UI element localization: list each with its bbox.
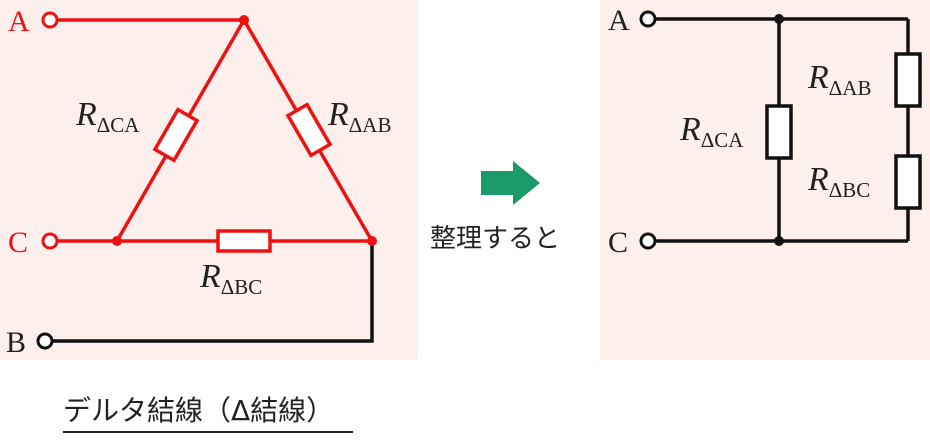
junction-dot: [112, 236, 122, 246]
resistor-ca-right: [765, 104, 793, 160]
resistor-ab-right: [894, 52, 922, 108]
arrow-label: 整理すると: [430, 224, 560, 254]
node-label-c: C: [8, 226, 28, 259]
right-arrow-icon: [481, 161, 540, 205]
node-label-a-right: A: [608, 4, 630, 37]
junction-dot: [774, 14, 784, 24]
resistor-label-bc-right: RΔBC: [807, 161, 870, 202]
node-label-a: A: [8, 5, 30, 38]
resistor-bc-left: [216, 229, 272, 253]
right-panel-background: [600, 0, 930, 360]
resistor-label-ab-right: RΔAB: [807, 59, 871, 100]
resistor-label-ca-right: RΔCA: [679, 111, 744, 152]
caption-delta-connection: デルタ結線（Δ結線）: [63, 394, 334, 427]
resistor-bc-right: [894, 154, 922, 210]
resistor-ca-left: [152, 107, 200, 163]
b-terminal-wire: [48, 241, 374, 343]
junction-dot: [774, 236, 784, 246]
terminal-c-right: [639, 232, 657, 250]
left-panel-background: [0, 0, 418, 360]
resistor-label-bc-left: RΔBC: [199, 258, 262, 299]
resistor-label-ab-left: RΔAB: [327, 96, 391, 137]
node-label-b: B: [6, 326, 26, 359]
terminal-b-left: [36, 332, 54, 350]
resistor-ab-left: [285, 102, 333, 158]
junction-dot: [367, 236, 377, 246]
terminal-c-left: [41, 232, 59, 250]
node-label-c-right: C: [608, 226, 628, 259]
terminal-a-left: [41, 11, 59, 29]
resistor-label-ca-left: RΔCA: [75, 96, 140, 137]
terminal-a-right: [639, 10, 657, 28]
junction-dot: [239, 15, 249, 25]
